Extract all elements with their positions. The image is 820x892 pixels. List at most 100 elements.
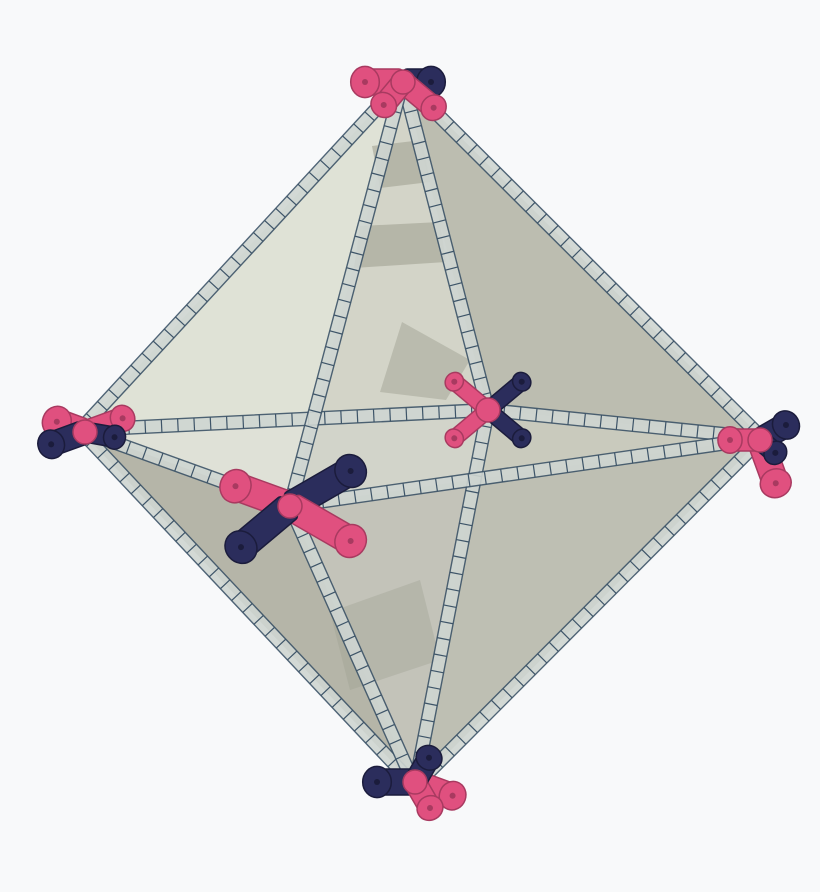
strut-rung	[525, 202, 536, 213]
strut-rung	[424, 187, 438, 193]
strut-rung	[163, 328, 175, 339]
strut-rung	[274, 413, 277, 427]
strut-rung	[535, 408, 538, 422]
arm-hole	[428, 79, 434, 85]
strut-rung	[514, 676, 525, 687]
hub	[277, 493, 303, 519]
strut-rung	[449, 571, 463, 576]
strut-rung	[353, 490, 357, 504]
strut-rung	[699, 490, 710, 502]
hub	[475, 397, 501, 423]
strut-rung	[174, 458, 180, 472]
strut-rung	[175, 316, 186, 327]
strut-rung	[264, 626, 275, 637]
strut-rung	[389, 408, 391, 422]
strut-rung	[330, 147, 342, 158]
strut-rung	[175, 531, 186, 542]
strut-rung	[733, 456, 744, 467]
strut-rung	[177, 418, 179, 432]
strut-rung	[565, 459, 569, 473]
strut-rung	[157, 452, 164, 466]
strut-rung	[652, 329, 663, 340]
strut-rung	[711, 438, 715, 452]
strut-rung	[597, 454, 601, 468]
strut-rung	[125, 441, 132, 454]
strut-rung	[437, 234, 450, 240]
strut-rung	[695, 440, 699, 454]
strut-rung	[190, 464, 196, 478]
strut-rung	[152, 340, 164, 351]
arm-hole	[111, 434, 118, 441]
strut-rung	[316, 576, 330, 583]
strut-rung	[454, 405, 457, 419]
strut-rung	[516, 466, 520, 480]
strut-rung	[502, 688, 513, 699]
strut-rung	[367, 188, 381, 193]
strut-rung	[343, 635, 356, 642]
strut-rung	[532, 464, 536, 478]
strut-rung	[308, 171, 320, 182]
strut-rung	[354, 235, 368, 241]
connector-back	[444, 371, 532, 449]
arm-hole	[347, 538, 354, 544]
strut-rung	[242, 415, 245, 429]
strut-rung	[548, 641, 559, 652]
connector-arm	[283, 494, 368, 559]
strut-rung	[130, 484, 141, 495]
strut-rung	[253, 614, 264, 625]
strut-rung	[465, 344, 479, 350]
strut-rung	[287, 650, 298, 661]
strut-rung	[652, 537, 663, 548]
strut-rung	[340, 410, 343, 424]
strut-rung	[630, 450, 634, 464]
strut-rung	[317, 377, 330, 383]
strut-rung	[350, 251, 364, 256]
strut-rung	[433, 653, 447, 658]
strut-rung	[560, 630, 571, 641]
strut-rung	[353, 123, 364, 134]
arm-hole	[451, 378, 458, 385]
strut-rung	[618, 294, 629, 305]
arm-hole	[380, 101, 387, 108]
strut-rung	[300, 440, 314, 446]
strut-rung	[456, 538, 470, 543]
strut-rung	[457, 313, 471, 318]
face-front-upper-left	[80, 80, 403, 506]
strut-rung	[286, 195, 297, 206]
strut-rung	[354, 721, 365, 732]
strut-rung	[459, 522, 473, 527]
strut-rung	[372, 409, 375, 423]
strut-rung	[467, 144, 478, 155]
strut-rung	[462, 506, 476, 510]
strut-rung	[710, 386, 721, 397]
strut-rung	[479, 711, 490, 722]
strut-rung	[613, 452, 618, 466]
strut-rung	[594, 271, 605, 282]
strut-rung	[384, 125, 397, 130]
strut-rung	[469, 360, 483, 366]
strut-rung	[186, 543, 197, 554]
strut-rung	[258, 414, 261, 428]
strut-rung	[275, 207, 286, 218]
strut-rung	[525, 664, 536, 676]
strut-rung	[437, 637, 451, 641]
strut-rung	[346, 267, 360, 272]
strut-rung	[560, 236, 571, 247]
strut-rung	[130, 364, 141, 375]
strut-rung	[434, 478, 439, 492]
hub	[72, 419, 98, 445]
strut-rung	[427, 686, 441, 690]
hub	[747, 427, 773, 453]
strut-rung	[418, 480, 422, 494]
strut-rung	[358, 219, 372, 225]
arm-hole	[430, 104, 437, 111]
strut-rung	[664, 525, 675, 536]
strut-rung	[595, 595, 606, 606]
strut-rung	[296, 456, 309, 461]
strut-rung	[548, 461, 552, 476]
strut-rung	[471, 457, 485, 461]
strut-rung	[467, 722, 478, 734]
strut-rung	[97, 401, 108, 411]
strut-rung	[365, 733, 376, 744]
